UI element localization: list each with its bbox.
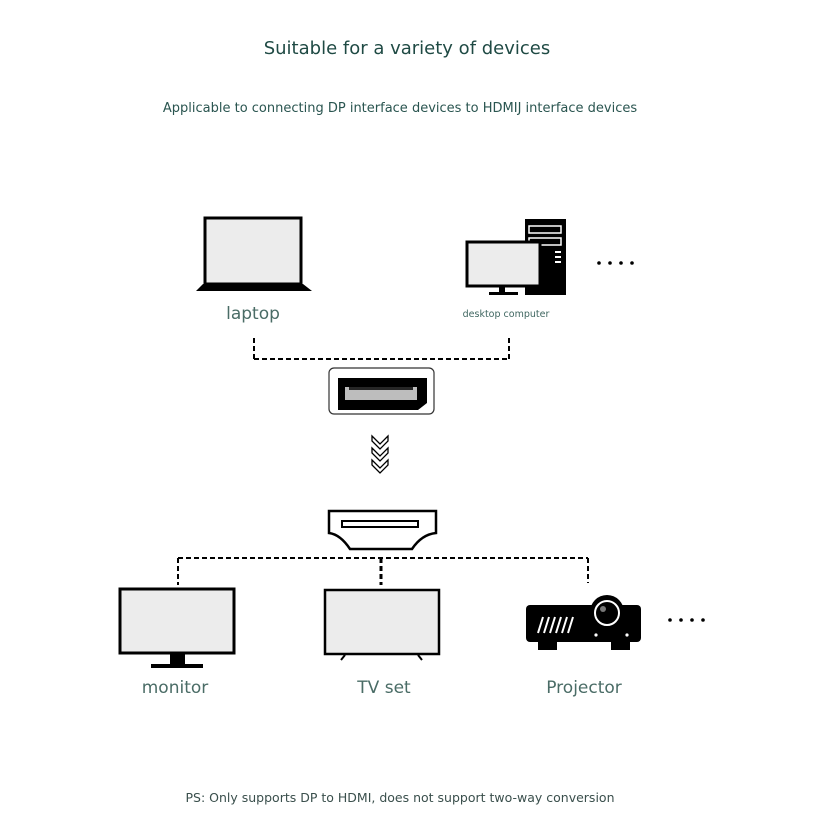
- tv-icon: [323, 588, 441, 661]
- targets-more-dots: [668, 618, 705, 622]
- chevrons-down-icon: [371, 434, 389, 474]
- hdmi-connector-icon: [327, 509, 438, 551]
- target-connector-lines: [177, 557, 589, 585]
- source-connector-lines: [253, 338, 510, 360]
- footer-note: PS: Only supports DP to HDMI, does not s…: [185, 790, 615, 805]
- label-projector: Projector: [546, 678, 622, 698]
- desktop-computer-icon: [465, 219, 566, 295]
- displayport-connector-icon: [328, 367, 435, 415]
- page-title: Suitable for a variety of devices: [263, 38, 551, 59]
- label-monitor: monitor: [141, 678, 209, 698]
- label-desktop-computer: desktop computer: [462, 309, 550, 320]
- laptop-icon: [196, 216, 312, 291]
- label-tv-set: TV set: [357, 678, 411, 698]
- page-subtitle: Applicable to connecting DP interface de…: [162, 101, 638, 116]
- label-laptop: laptop: [226, 304, 280, 324]
- monitor-icon: [118, 587, 236, 668]
- projector-icon: [526, 595, 641, 650]
- sources-more-dots: [597, 261, 634, 265]
